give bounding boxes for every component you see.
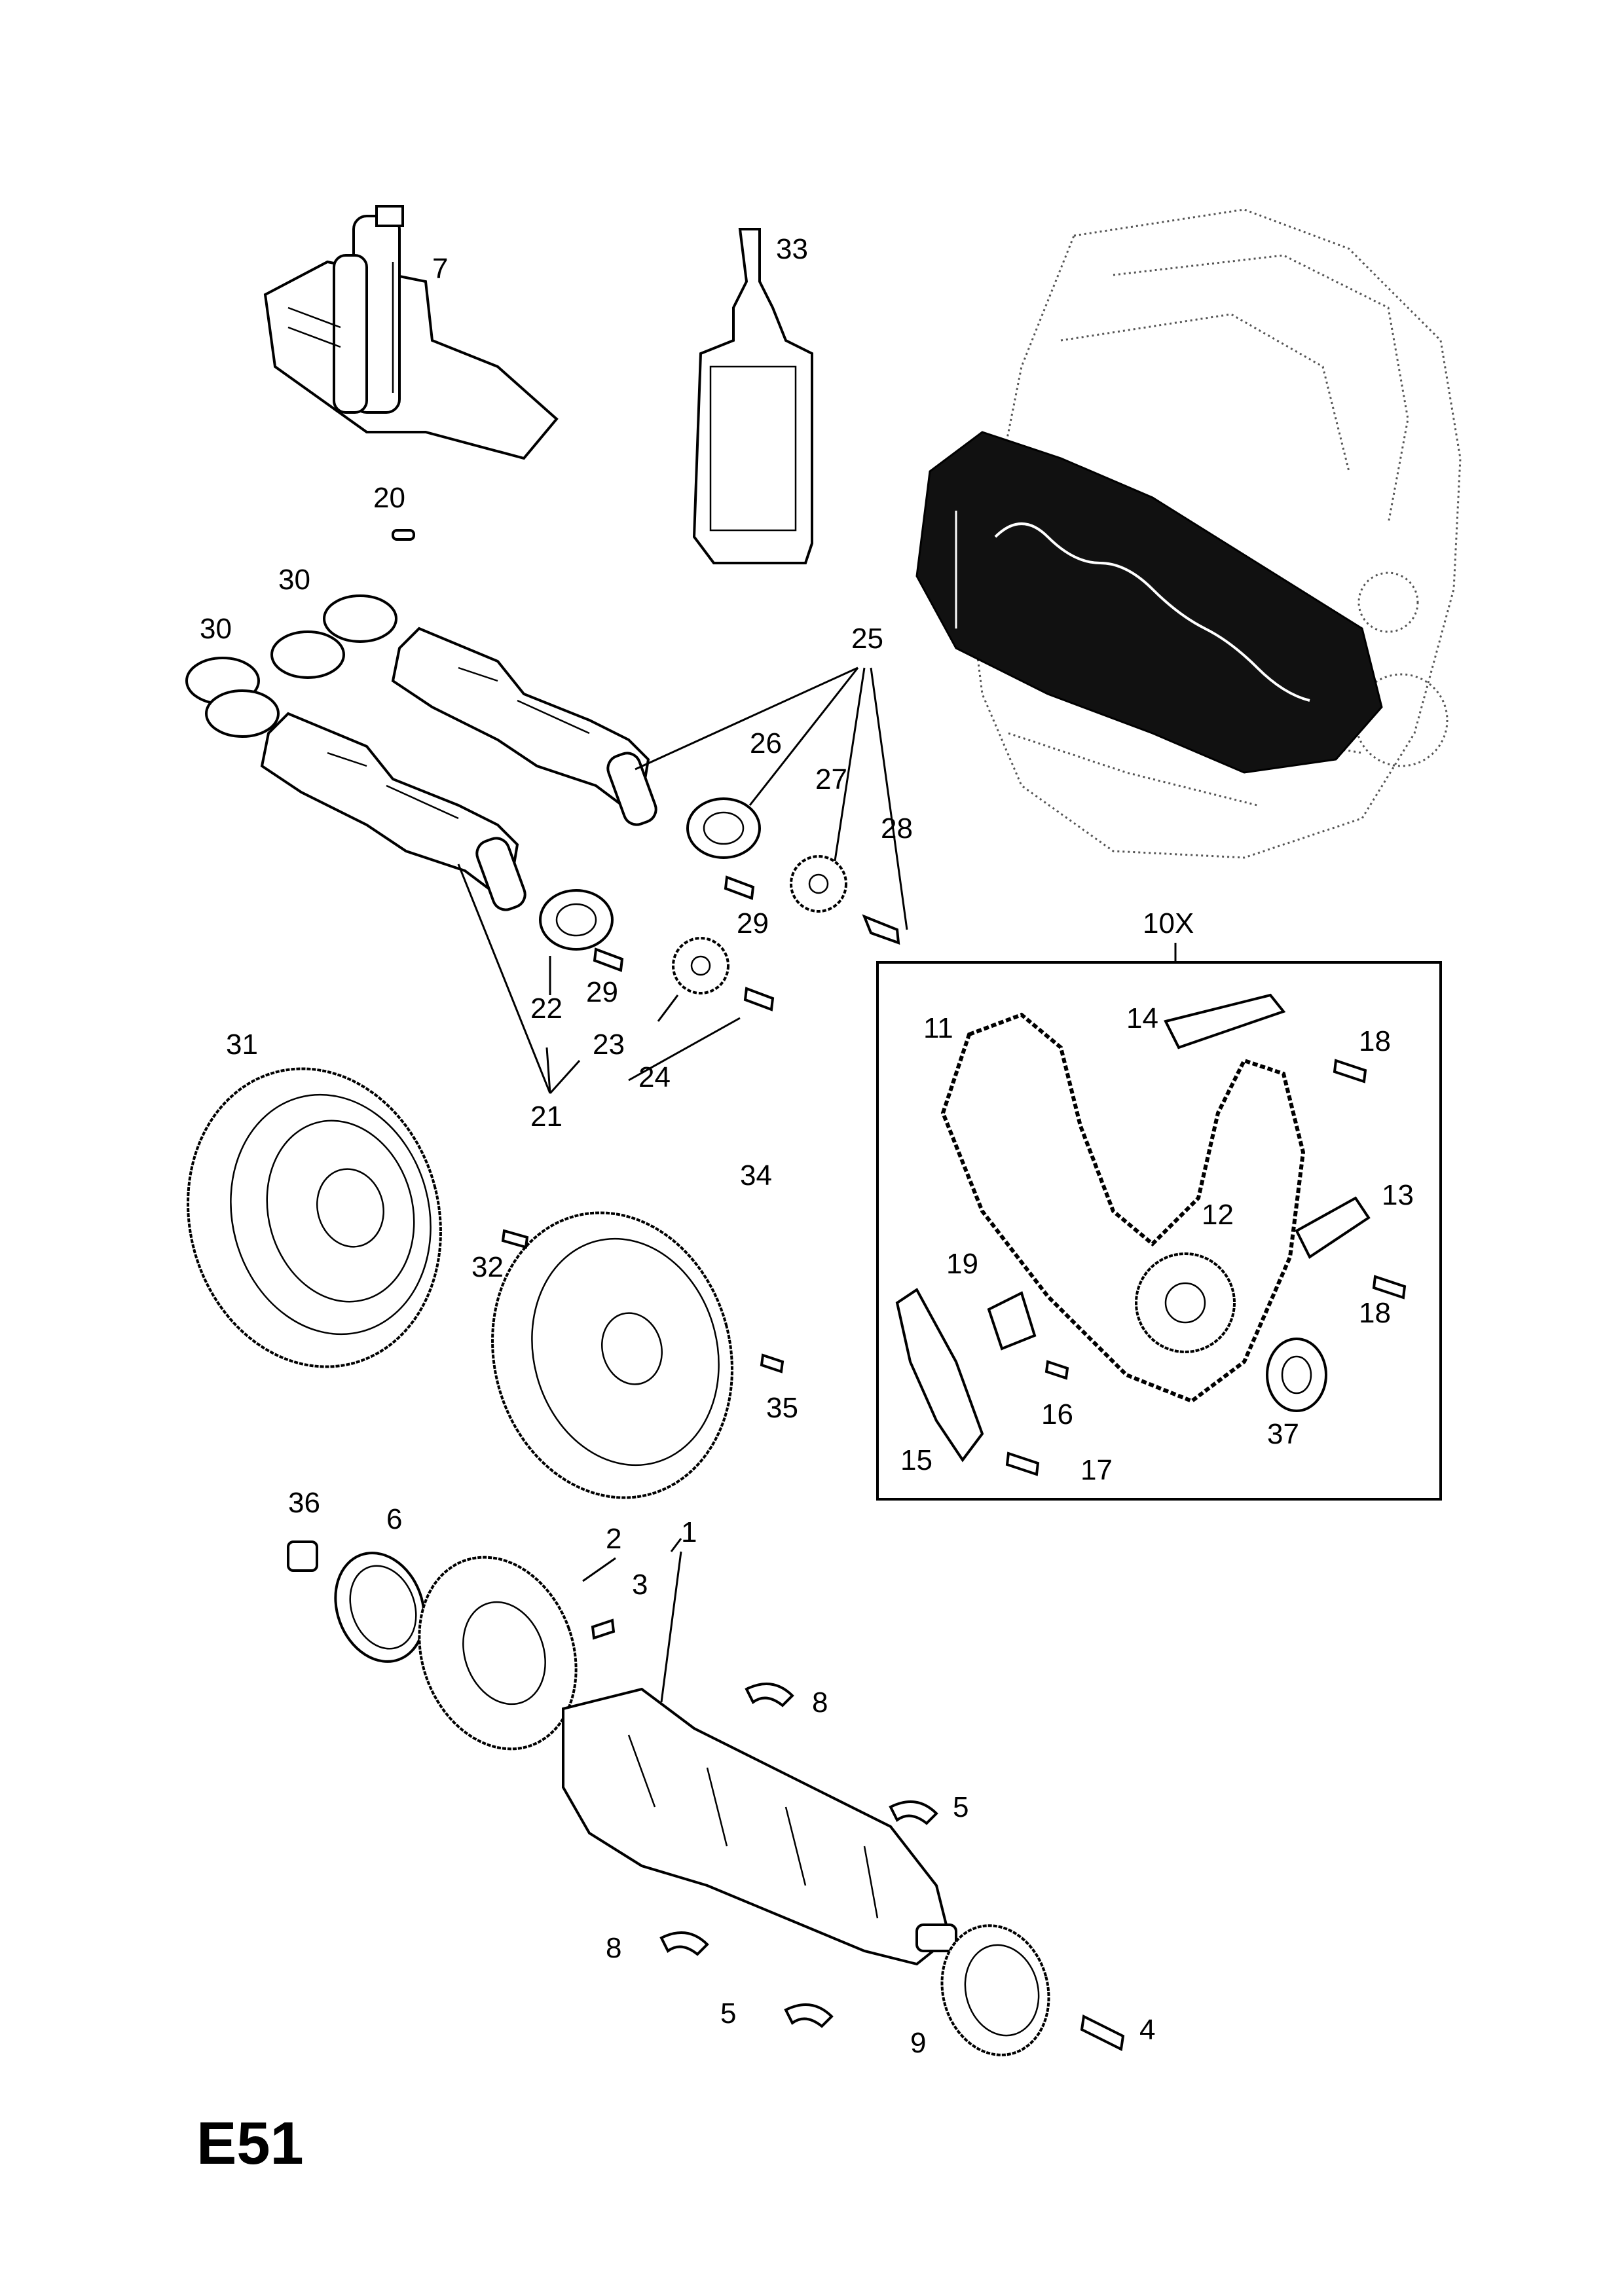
- pulley-part-9: [940, 1924, 1050, 2056]
- part-label-2: 2: [606, 1523, 621, 1555]
- pin-part-20: [392, 529, 415, 541]
- bushing-part-30b: [185, 657, 280, 738]
- part-label-33: 33: [776, 233, 808, 265]
- part-label-27: 27: [815, 763, 847, 795]
- sealant-kit-illustration: [263, 205, 559, 460]
- part-number-labels: 7 33 20 30 30 25 26 27 28 29 29 22 23 24…: [200, 233, 1414, 2059]
- part-label-29a: 29: [737, 907, 769, 939]
- part-label-15: 15: [900, 1444, 932, 1476]
- part-label-20: 20: [373, 482, 405, 514]
- bearing-shell-part-8b: [659, 1931, 709, 1956]
- part-label-6: 6: [386, 1503, 402, 1535]
- part-label-1: 1: [681, 1516, 697, 1548]
- balance-shaft-lower: [260, 712, 526, 911]
- part-label-18b: 18: [1359, 1297, 1391, 1329]
- part-label-14: 14: [1126, 1002, 1158, 1034]
- bolt-part-4: [1080, 2014, 1125, 2052]
- part-label-25: 25: [851, 623, 883, 655]
- bolt-part-24: [743, 987, 775, 1011]
- balance-shaft-upper: [391, 627, 657, 826]
- seal-part-6: [334, 1552, 426, 1663]
- bolt-part-29b: [593, 947, 624, 972]
- bearing-shell-part-8a: [745, 1683, 794, 1707]
- part-label-34: 34: [740, 1159, 772, 1192]
- bearing-part-26: [686, 797, 761, 859]
- part-label-29b: 29: [586, 976, 618, 1008]
- part-label-16: 16: [1041, 1398, 1073, 1430]
- part-label-5b: 5: [720, 1997, 736, 2030]
- diagram-code: E51: [196, 2110, 304, 2177]
- part-label-37: 37: [1267, 1418, 1299, 1450]
- part-label-30b: 30: [200, 613, 232, 645]
- part-label-35: 35: [766, 1392, 798, 1424]
- part-label-24: 24: [638, 1061, 671, 1093]
- gear-part-23: [672, 937, 729, 994]
- part-label-26: 26: [750, 727, 782, 759]
- part-label-31: 31: [226, 1029, 258, 1061]
- inset-label-10x: 10X: [1143, 907, 1194, 939]
- part-label-13: 13: [1382, 1179, 1414, 1211]
- part-label-18a: 18: [1359, 1025, 1391, 1057]
- part-label-28: 28: [881, 812, 913, 845]
- part-label-3: 3: [632, 1569, 648, 1601]
- bearing-shell-part-5a: [889, 1800, 938, 1825]
- part-label-11: 11: [923, 1012, 953, 1044]
- part-label-8a: 8: [812, 1686, 828, 1719]
- flexplate-part-34: [491, 1211, 733, 1499]
- part-label-5a: 5: [953, 1791, 969, 1823]
- part-label-19: 19: [946, 1248, 978, 1280]
- reluctor-ring-part-2: [418, 1556, 578, 1751]
- part-label-8b: 8: [606, 1932, 621, 1964]
- flywheel-part-31: [187, 1067, 442, 1368]
- part-label-23: 23: [593, 1029, 625, 1061]
- part-label-36: 36: [288, 1487, 320, 1519]
- part-label-21: 21: [530, 1101, 563, 1133]
- part-label-4: 4: [1139, 2014, 1155, 2046]
- engine-block-illustration: [915, 208, 1462, 859]
- oil-bottle-illustration: [692, 228, 813, 564]
- bushing-part-30: [270, 594, 397, 679]
- bolt-part-35: [760, 1353, 784, 1374]
- bearing-part-22: [539, 889, 614, 951]
- part-label-7: 7: [432, 253, 448, 285]
- part-label-30a: 30: [278, 564, 310, 596]
- crankshaft-part-1: [562, 1687, 957, 1966]
- nut-part-36: [287, 1540, 318, 1572]
- bolt-part-29a: [724, 875, 755, 900]
- bearing-shell-part-5b: [784, 2003, 834, 2028]
- bolt-part-32: [501, 1229, 529, 1249]
- part-label-32: 32: [471, 1251, 504, 1283]
- bolt-part-3: [591, 1618, 616, 1640]
- bolt-part-28: [862, 914, 900, 945]
- timing-chain-inset: [876, 943, 1442, 1501]
- leader-lines: [457, 666, 908, 1703]
- part-label-12: 12: [1202, 1199, 1234, 1231]
- gear-part-27: [790, 855, 847, 913]
- part-label-17: 17: [1080, 1454, 1113, 1486]
- part-label-22: 22: [530, 993, 563, 1025]
- part-label-9: 9: [910, 2027, 926, 2059]
